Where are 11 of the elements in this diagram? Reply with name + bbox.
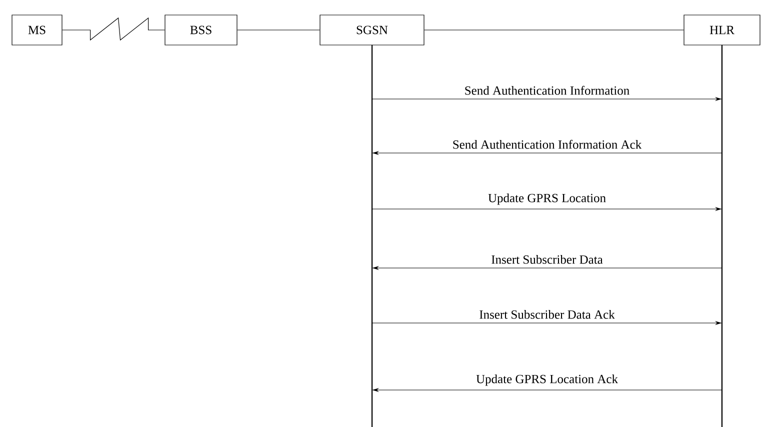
message-label: Update GPRS Location [486,192,608,206]
entity-box: MS [12,14,62,46]
entity-box: SGSN [320,14,424,46]
entity-box: BSS [164,14,238,46]
radio-link [62,17,166,41]
message-label: Update GPRS Location Ack [475,373,619,387]
message-label: Insert Subscriber Data [490,254,604,265]
message-label: Insert Subscriber Data Ack [478,309,616,320]
message-label: Send Authentication Information Ack [451,138,643,150]
entity-box: HLR [684,14,760,46]
message-label: Send Authentication Information [463,84,631,96]
